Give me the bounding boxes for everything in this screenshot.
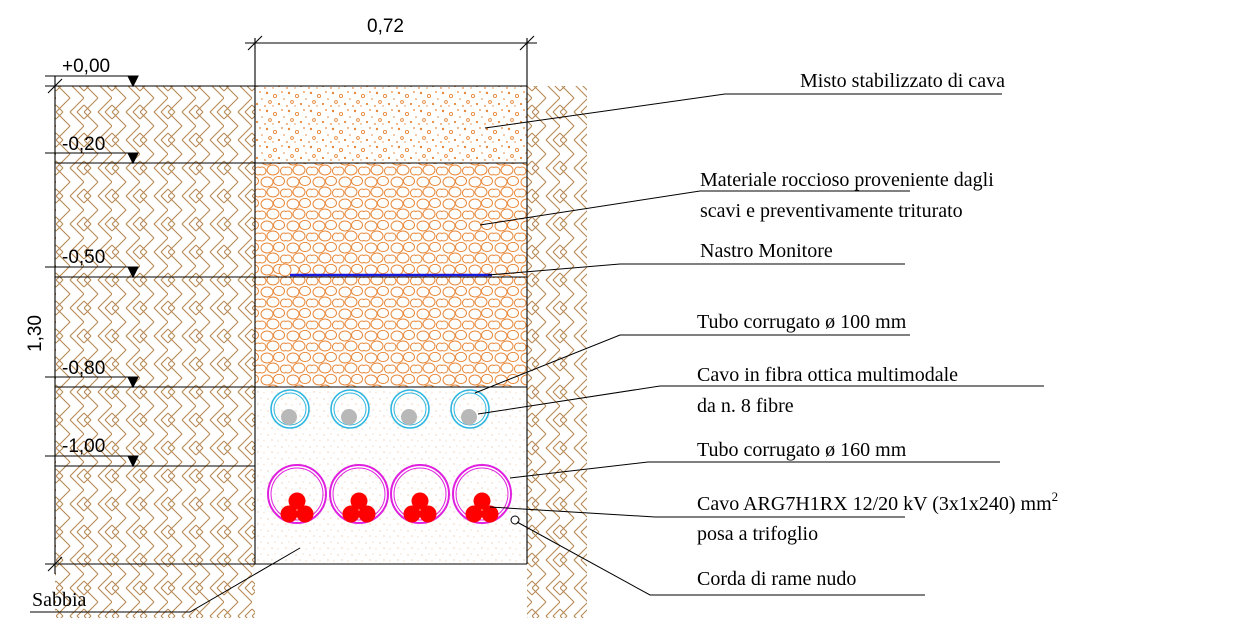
label-tubo100: Tubo corrugato ø 100 mm xyxy=(697,311,907,333)
level-marker-000 xyxy=(45,75,139,88)
label-sabbia: Sabbia xyxy=(32,589,87,611)
tube-160-row xyxy=(267,464,512,524)
trefoil-cable xyxy=(280,492,314,523)
soil-left xyxy=(55,86,255,618)
leader-sabbia xyxy=(30,547,301,613)
fiber-cable xyxy=(281,409,297,425)
level-marker-080 xyxy=(45,376,139,389)
tube-160 xyxy=(329,464,389,524)
level-label: -0,20 xyxy=(62,134,105,155)
depth-dimension-label: 1,30 xyxy=(25,315,46,352)
label-cavo-superscript: 2 xyxy=(1052,489,1059,504)
fiber-cable xyxy=(341,409,357,425)
label-misto: Misto stabilizzato di cava xyxy=(800,70,1005,92)
label-fibra-1: Cavo in fibra ottica multimodale xyxy=(697,364,958,386)
trefoil-cable xyxy=(403,492,437,523)
tube-100 xyxy=(390,389,430,429)
label-corda: Corda di rame nudo xyxy=(697,568,856,590)
label-tubo160: Tubo corrugato ø 160 mm xyxy=(697,439,907,461)
level-marker-020 xyxy=(45,152,139,165)
label-materiale-2: scavi e preventivamente triturato xyxy=(700,200,963,222)
label-materiale-1: Materiale roccioso proveniente dagli xyxy=(700,169,994,191)
leader-misto xyxy=(484,93,1002,129)
level-label: -0,50 xyxy=(62,247,105,268)
fiber-cable xyxy=(461,409,477,425)
leader-fibra xyxy=(477,385,1044,415)
trefoil-cable xyxy=(465,492,499,523)
leader-tubo100 xyxy=(474,334,910,394)
layer-misto xyxy=(255,86,527,163)
fiber-cable xyxy=(401,409,417,425)
level-label: -0,80 xyxy=(62,358,105,379)
label-cavo-main: Cavo ARG7H1RX 12/20 kV (3x1x240) mm xyxy=(697,493,1052,515)
monitor-tape-end xyxy=(278,263,292,277)
tube-160 xyxy=(267,464,327,524)
label-fibra-2: da n. 8 fibre xyxy=(697,395,794,417)
trefoil-cable xyxy=(342,492,376,523)
level-label: -1,00 xyxy=(62,436,105,457)
leader-materiale xyxy=(479,190,910,226)
level-marker-050 xyxy=(45,266,139,279)
layer-sabbia xyxy=(255,387,527,564)
tube-100 xyxy=(450,389,490,429)
tube-100-row xyxy=(270,389,490,429)
leader-corda xyxy=(516,521,925,596)
label-nastro: Nastro Monitore xyxy=(700,240,833,262)
leader-cavo xyxy=(489,506,905,518)
tube-160 xyxy=(390,464,450,524)
leader-tubo160 xyxy=(509,461,1000,479)
tube-100 xyxy=(330,389,370,429)
tube-160 xyxy=(452,464,512,524)
leader-nastro xyxy=(487,263,905,276)
tube-100 xyxy=(270,389,310,429)
level-marker-100 xyxy=(45,455,139,468)
label-cavo-1: Cavo ARG7H1RX 12/20 kV (3x1x240) mm2 xyxy=(697,489,1058,515)
label-cavo-2: posa a trifoglio xyxy=(697,523,818,545)
width-dimension-label: 0,72 xyxy=(367,16,404,37)
level-label: +0,00 xyxy=(62,56,110,77)
